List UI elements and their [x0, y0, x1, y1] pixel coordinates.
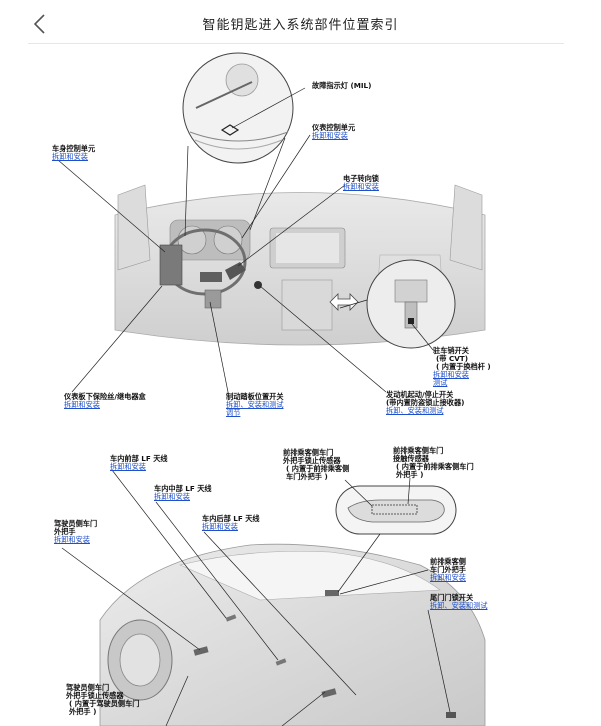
driver-lock-sensor-note1: ( 内置于驾驶员侧车门 [69, 699, 140, 708]
trunk-lock-switch-label: 尾门门锁开关 [430, 593, 474, 602]
driver-lock-sensor-label: 驾驶员侧车门 [66, 683, 110, 692]
passenger-handle-label2: 车门外把手 [430, 565, 466, 574]
chevron-left-icon [33, 14, 45, 34]
leader-lines-lower [61, 469, 451, 726]
meter-unit-label: 仪表控制单元 [312, 123, 356, 132]
component-location-diagram [57, 52, 486, 726]
middle-antenna-link[interactable]: 拆卸和安装 [154, 492, 190, 501]
driver-handle-link[interactable]: 拆卸和安装 [54, 535, 90, 544]
rear-antenna-link[interactable]: 拆卸和安装 [202, 522, 238, 531]
brake-switch-link-install[interactable]: 拆卸、安装和测试 [226, 400, 284, 409]
fuse-box-link[interactable]: 拆卸和安装 [64, 400, 100, 409]
mil-zoom-circle [182, 52, 294, 237]
body-control-unit-link[interactable]: 拆卸和安装 [52, 152, 88, 161]
front-antenna-link[interactable]: 拆卸和安装 [110, 462, 146, 471]
passenger-touch-sensor-note2: 外把手 ) [396, 470, 424, 479]
brake-switch-label: 制动踏板位置开关 [226, 392, 284, 401]
passenger-handle-label: 前排乘客侧 [430, 557, 466, 566]
driver-lock-sensor-label2: 外把手锁止传感器 [66, 691, 124, 700]
trunk-lock-switch-link[interactable]: 拆卸、安装和测试 [430, 601, 488, 610]
steering-lock-link[interactable]: 拆卸和安装 [343, 182, 379, 191]
passenger-touch-sensor-label: 前排乘客侧车门 [393, 446, 444, 455]
passenger-touch-sensor-label2: 接触传感器 [393, 454, 429, 463]
back-button[interactable] [30, 12, 50, 36]
brake-switch-link-adjust[interactable]: 调节 [226, 408, 241, 417]
passenger-lock-sensor-label2: 外把手锁止传感器 [283, 456, 341, 465]
park-pin-switch-link-test[interactable]: 测试 [433, 378, 448, 387]
passenger-handle-link[interactable]: 拆卸和安装 [430, 573, 466, 582]
leader-lines-upper [57, 87, 434, 393]
fuse-box-label: 仪表板下保险丝/继电器盒 [64, 392, 146, 401]
header-bar: 智能钥匙进入系统部件位置索引 [0, 0, 601, 44]
front-antenna-label: 车内前部 LF 天线 [110, 454, 168, 463]
park-pin-switch-link-install[interactable]: 拆卸和安装 [433, 370, 469, 379]
header-divider [28, 43, 564, 44]
driver-handle-label: 驾驶员侧车门 [54, 519, 98, 528]
park-pin-switch-note2: ( 内置于换档杆 ) [436, 362, 491, 371]
driver-handle-label2: 外把手 [54, 527, 76, 536]
meter-unit-link[interactable]: 拆卸和安装 [312, 131, 348, 140]
shift-lever-zoom-circle [339, 259, 456, 349]
driver-lock-sensor-note2: 外把手 ) [69, 707, 97, 716]
engine-start-switch-label: 发动机起动/停止开关 [386, 390, 454, 399]
passenger-lock-sensor-note2: 车门外把手 ) [286, 472, 328, 481]
passenger-touch-sensor-note1: ( 内置于前排乘客侧车门 [396, 462, 474, 471]
park-pin-switch-note1: (带 CVT) [436, 354, 468, 363]
park-pin-switch-label: 驻车销开关 [433, 346, 469, 355]
mil-label: 故障指示灯 (MIL) [312, 81, 372, 90]
passenger-lock-sensor-note1: ( 内置于前排乘客侧 [286, 464, 350, 473]
steering-lock-label: 电子转向锁 [343, 174, 379, 183]
page-title: 智能钥匙进入系统部件位置索引 [202, 18, 399, 33]
handle-zoom-detail [335, 485, 457, 593]
vehicle-illustration [99, 543, 486, 726]
rear-antenna-label: 车内后部 LF 天线 [202, 514, 260, 523]
engine-start-switch-note: (带内置防盗锁止接收器) [386, 398, 465, 407]
passenger-lock-sensor-label: 前排乘客侧车门 [283, 448, 334, 457]
engine-start-switch-link[interactable]: 拆卸、安装和测试 [386, 406, 444, 415]
middle-antenna-label: 车内中部 LF 天线 [154, 484, 212, 493]
body-control-unit-label: 车身控制单元 [52, 144, 96, 153]
